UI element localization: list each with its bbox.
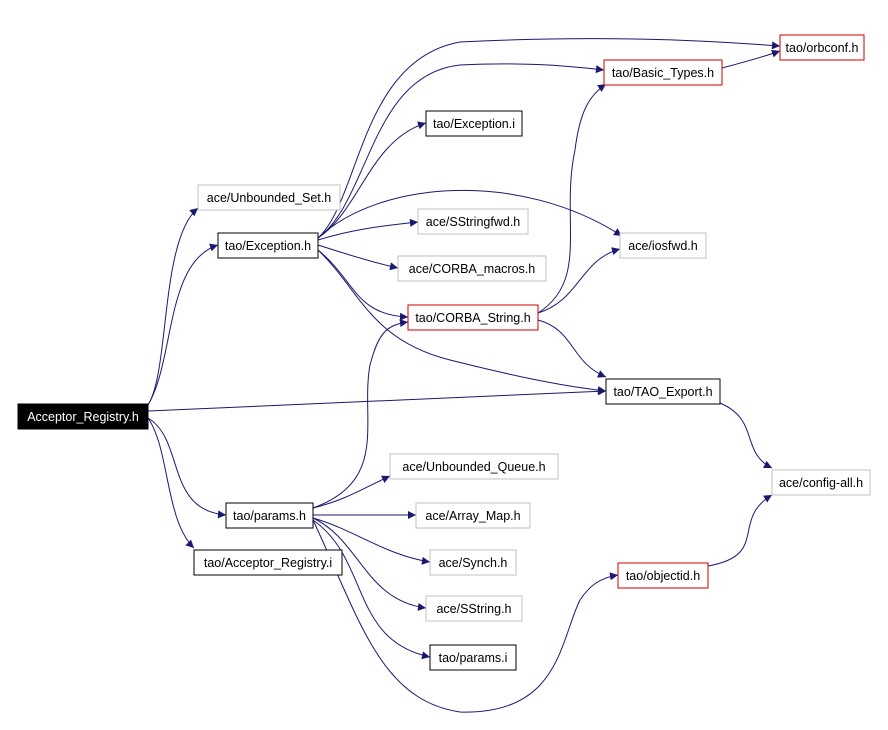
edge-acceptor-registry-to-unbounded-set xyxy=(147,207,199,406)
node-box xyxy=(425,595,523,622)
edge-objectid-h-to-config-all-h xyxy=(707,494,773,567)
node-label: ace/Unbounded_Queue.h xyxy=(402,460,545,474)
node-label: ace/CORBA_macros.h xyxy=(409,262,535,276)
node-label: tao/Exception.i xyxy=(433,117,515,131)
node-ace-sstring-h[interactable]: ace/SString.h xyxy=(425,595,523,622)
edge-params-h-to-params-i xyxy=(312,519,431,660)
node-label: tao/Exception.h xyxy=(225,239,311,253)
edge-acceptor-registry-to-exception-h xyxy=(147,243,219,406)
edge-params-h-to-unbounded-queue-h xyxy=(312,475,391,509)
node-box xyxy=(429,549,517,576)
node-box xyxy=(603,59,723,86)
node-ace-iosfwd-h[interactable]: ace/iosfwd.h xyxy=(619,232,707,259)
node-label: Acceptor_Registry.h xyxy=(27,410,139,424)
node-box xyxy=(425,110,523,137)
node-box xyxy=(407,304,539,331)
node-ace-unbounded-set-h[interactable]: ace/Unbounded_Set.h xyxy=(197,184,341,211)
node-tao-params-i[interactable]: tao/params.i xyxy=(429,644,517,671)
node-label: ace/Array_Map.h xyxy=(425,509,520,523)
node-box xyxy=(389,453,559,480)
node-box xyxy=(225,502,314,529)
node-box xyxy=(779,34,865,61)
node-box xyxy=(771,469,871,496)
node-label: tao/Basic_Types.h xyxy=(612,66,714,80)
edge-acceptor-registry-to-acceptor-registry-i xyxy=(147,417,195,549)
node-box xyxy=(617,562,709,589)
node-label: ace/iosfwd.h xyxy=(628,239,698,253)
node-ace-unbounded-queue-h[interactable]: ace/Unbounded_Queue.h xyxy=(389,453,559,480)
node-label: tao/CORBA_String.h xyxy=(415,311,530,325)
node-box xyxy=(17,403,149,430)
node-tao-exception-h[interactable]: tao/Exception.h xyxy=(217,232,319,259)
edge-exception-h-to-basic-types-h xyxy=(317,63,605,239)
edge-params-h-to-sstring-h xyxy=(312,517,427,611)
edge-exception-h-to-orbconf-h xyxy=(317,38,781,239)
node-tao-params-h[interactable]: tao/params.h xyxy=(225,502,314,529)
node-label: ace/SStringfwd.h xyxy=(426,215,521,229)
node-tao-tao-export-h[interactable]: tao/TAO_Export.h xyxy=(605,378,721,405)
node-label: tao/TAO_Export.h xyxy=(613,385,712,399)
edge-exception-h-to-corba-string-h xyxy=(317,249,409,321)
edge-exception-h-to-corba-macros-h xyxy=(317,244,399,271)
node-label: ace/Synch.h xyxy=(439,556,508,570)
node-box xyxy=(429,644,517,671)
node-tao-exception-i[interactable]: tao/Exception.i xyxy=(425,110,523,137)
node-label: ace/Unbounded_Set.h xyxy=(207,191,331,205)
node-label: tao/orbconf.h xyxy=(786,41,859,55)
edge-params-h-to-objectid-h xyxy=(312,519,619,713)
edge-corba-string-h-to-tao-export-h xyxy=(537,319,607,378)
edge-acceptor-registry-to-tao-export-h xyxy=(147,387,607,412)
node-ace-config-all-h[interactable]: ace/config-all.h xyxy=(771,469,871,496)
node-box xyxy=(193,549,343,576)
node-ace-sstringfwd-h[interactable]: ace/SStringfwd.h xyxy=(417,208,529,235)
edges-layer xyxy=(147,38,781,713)
node-ace-synch-h[interactable]: ace/Synch.h xyxy=(429,549,517,576)
node-box xyxy=(217,232,319,259)
node-box xyxy=(605,378,721,405)
edge-acceptor-registry-to-params-h xyxy=(147,417,227,519)
edge-params-h-to-synch-h xyxy=(312,517,431,565)
node-ace-array-map-h[interactable]: ace/Array_Map.h xyxy=(415,502,531,529)
edge-corba-string-h-to-iosfwd-h xyxy=(537,247,621,314)
node-ace-corba-macros-h[interactable]: ace/CORBA_macros.h xyxy=(397,255,547,282)
edge-corba-string-h-to-basic-types-h xyxy=(537,83,607,314)
edge-tao-export-h-to-config-all-h xyxy=(719,402,773,469)
edge-exception-h-to-sstringfwd-h xyxy=(317,218,419,241)
node-tao-corba-string-h[interactable]: tao/CORBA_String.h xyxy=(407,304,539,331)
node-label: tao/params.i xyxy=(439,651,508,665)
edge-params-h-to-corba-string-h xyxy=(312,319,409,509)
node-label: ace/config-all.h xyxy=(779,476,863,490)
node-tao-objectid-h[interactable]: tao/objectid.h xyxy=(617,562,709,589)
node-label: ace/SString.h xyxy=(436,602,511,616)
node-label: tao/params.h xyxy=(233,509,306,523)
node-box xyxy=(417,208,529,235)
edge-basic-types-h-to-orbconf-h xyxy=(721,49,781,69)
node-box xyxy=(197,184,341,211)
edge-exception-h-to-tao-export-h xyxy=(317,249,607,395)
node-box xyxy=(619,232,707,259)
node-acceptor-registry-h[interactable]: Acceptor_Registry.h xyxy=(17,403,149,430)
node-tao-basic-types-h[interactable]: tao/Basic_Types.h xyxy=(603,59,723,86)
node-label: tao/Acceptor_Registry.i xyxy=(204,556,332,570)
edge-exception-h-to-iosfwd-h xyxy=(317,189,623,239)
node-box xyxy=(397,255,547,282)
node-box xyxy=(415,502,531,529)
node-tao-acceptor-registry-i[interactable]: tao/Acceptor_Registry.i xyxy=(193,549,343,576)
node-label: tao/objectid.h xyxy=(626,569,700,583)
node-tao-orbconf-h[interactable]: tao/orbconf.h xyxy=(779,34,865,61)
